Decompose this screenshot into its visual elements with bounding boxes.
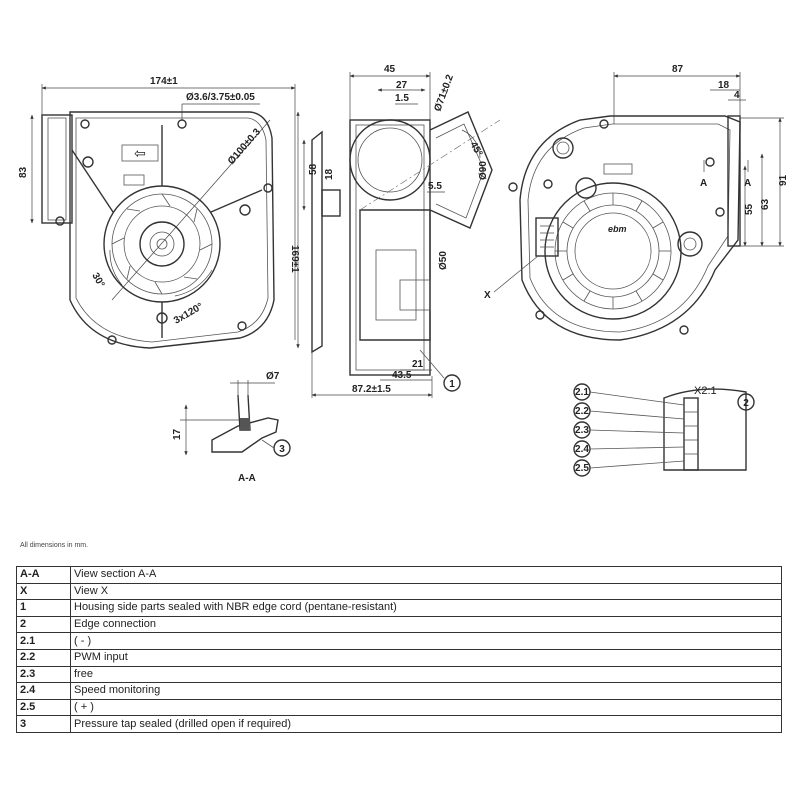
units-note: All dimensions in mm. — [20, 542, 89, 549]
airflow-arrow-label: ⇦ — [134, 145, 146, 161]
legend-text: Edge connection — [70, 615, 782, 634]
legend-text: ( - ) — [70, 632, 782, 650]
dim-angle-45: 45° — [467, 140, 484, 159]
dim-width-45: 45 — [384, 64, 396, 75]
legend-key: 3 — [16, 715, 71, 733]
dim-height-18: 18 — [324, 168, 335, 180]
front-view: ⇦ 174±1 Ø3.6/3.75±0.05 Ø100±0.3 83 169±1… — [18, 76, 300, 349]
pin-2-5: 2.5 — [575, 463, 589, 474]
dim-circle-100: Ø100±0.3 — [226, 126, 263, 167]
dim-width-87-2: 87.2±1.5 — [352, 384, 391, 395]
blade-ring — [555, 193, 671, 309]
dim-angle-30: 30° — [89, 271, 106, 290]
legend-key: 1 — [16, 599, 71, 617]
dim-width-18: 18 — [718, 80, 730, 91]
legend-key: X — [16, 582, 71, 601]
legend-key: 2.4 — [16, 682, 71, 700]
legend-text: free — [70, 665, 782, 684]
dim-width-5-5: 5.5 — [428, 181, 442, 192]
dim-height-63: 63 — [760, 198, 771, 210]
dim-height-91: 91 — [778, 174, 789, 186]
dim-width-27: 27 — [396, 80, 408, 91]
brand-label: ebm — [608, 224, 627, 234]
dim-diameter-90: Ø90 — [478, 161, 489, 180]
dim-width-21: 21 — [412, 359, 424, 370]
dim-diameter-50: Ø50 — [438, 251, 449, 270]
dim-height-17: 17 — [172, 428, 183, 440]
detail-x-2-1: X2:1 2 2.1 2.2 2.3 2.4 2.5 — [573, 383, 755, 477]
dim-width-174: 174±1 — [150, 76, 178, 87]
section-title: A-A — [238, 473, 256, 484]
section-a-a: Ø7 17 3 A-A — [172, 371, 291, 484]
pin-2-4: 2.4 — [575, 444, 589, 455]
legend-key: 2.3 — [16, 665, 71, 684]
dim-height-83: 83 — [18, 166, 29, 178]
technical-drawing: ⇦ 174±1 Ø3.6/3.75±0.05 Ø100±0.3 83 169±1… — [18, 64, 789, 484]
callout-2: 2 — [743, 398, 749, 409]
dim-width-43-5: 43.5 — [392, 370, 412, 381]
callout-3: 3 — [279, 444, 285, 455]
legend-text: PWM input — [70, 648, 782, 667]
dim-height-58: 58 — [308, 163, 319, 175]
dim-angle-120: 3x120° — [172, 301, 205, 326]
dim-hole-diameter: Ø3.6/3.75±0.05 — [186, 92, 255, 103]
dim-height-169: 169±1 — [289, 245, 300, 273]
side-view: 45 27 1.5 Ø71±0.2 45° Ø90 58 18 5.5 Ø50 … — [302, 64, 501, 398]
legend-text: View section A-A — [70, 566, 782, 584]
dim-width-4: 4 — [734, 90, 740, 101]
view-x-label: X — [484, 290, 491, 301]
legend-key: 2.5 — [16, 698, 71, 717]
table-row: 2.1( - ) — [16, 632, 782, 650]
section-marker-a-left: A — [700, 178, 707, 189]
legend-key: A-A — [16, 566, 71, 584]
legend-key: 2 — [16, 615, 71, 634]
legend-text: Housing side parts sealed with NBR edge … — [70, 599, 782, 617]
legend-text: Speed monitoring — [70, 682, 782, 700]
table-row: 2.5( + ) — [16, 698, 782, 717]
legend-key: 2.2 — [16, 648, 71, 667]
detail-title: X2:1 — [694, 385, 717, 397]
dim-diameter-7: Ø7 — [266, 371, 280, 382]
callout-1: 1 — [449, 379, 455, 390]
dim-width-87: 87 — [672, 64, 684, 75]
back-view: ebm X A A 87 — [484, 64, 789, 341]
section-marker-a-right: A — [744, 178, 751, 189]
dim-diameter-71: Ø71±0.2 — [432, 73, 456, 113]
legend-text: View X — [70, 582, 782, 601]
dim-height-55: 55 — [744, 203, 755, 215]
legend-key: 2.1 — [16, 632, 71, 650]
pin-2-1: 2.1 — [575, 387, 589, 398]
legend-text: ( + ) — [70, 698, 782, 717]
dim-width-1-5: 1.5 — [395, 93, 409, 104]
pin-2-2: 2.2 — [575, 406, 589, 417]
pin-2-3: 2.3 — [575, 425, 589, 436]
legend-text: Pressure tap sealed (drilled open if req… — [70, 715, 782, 733]
